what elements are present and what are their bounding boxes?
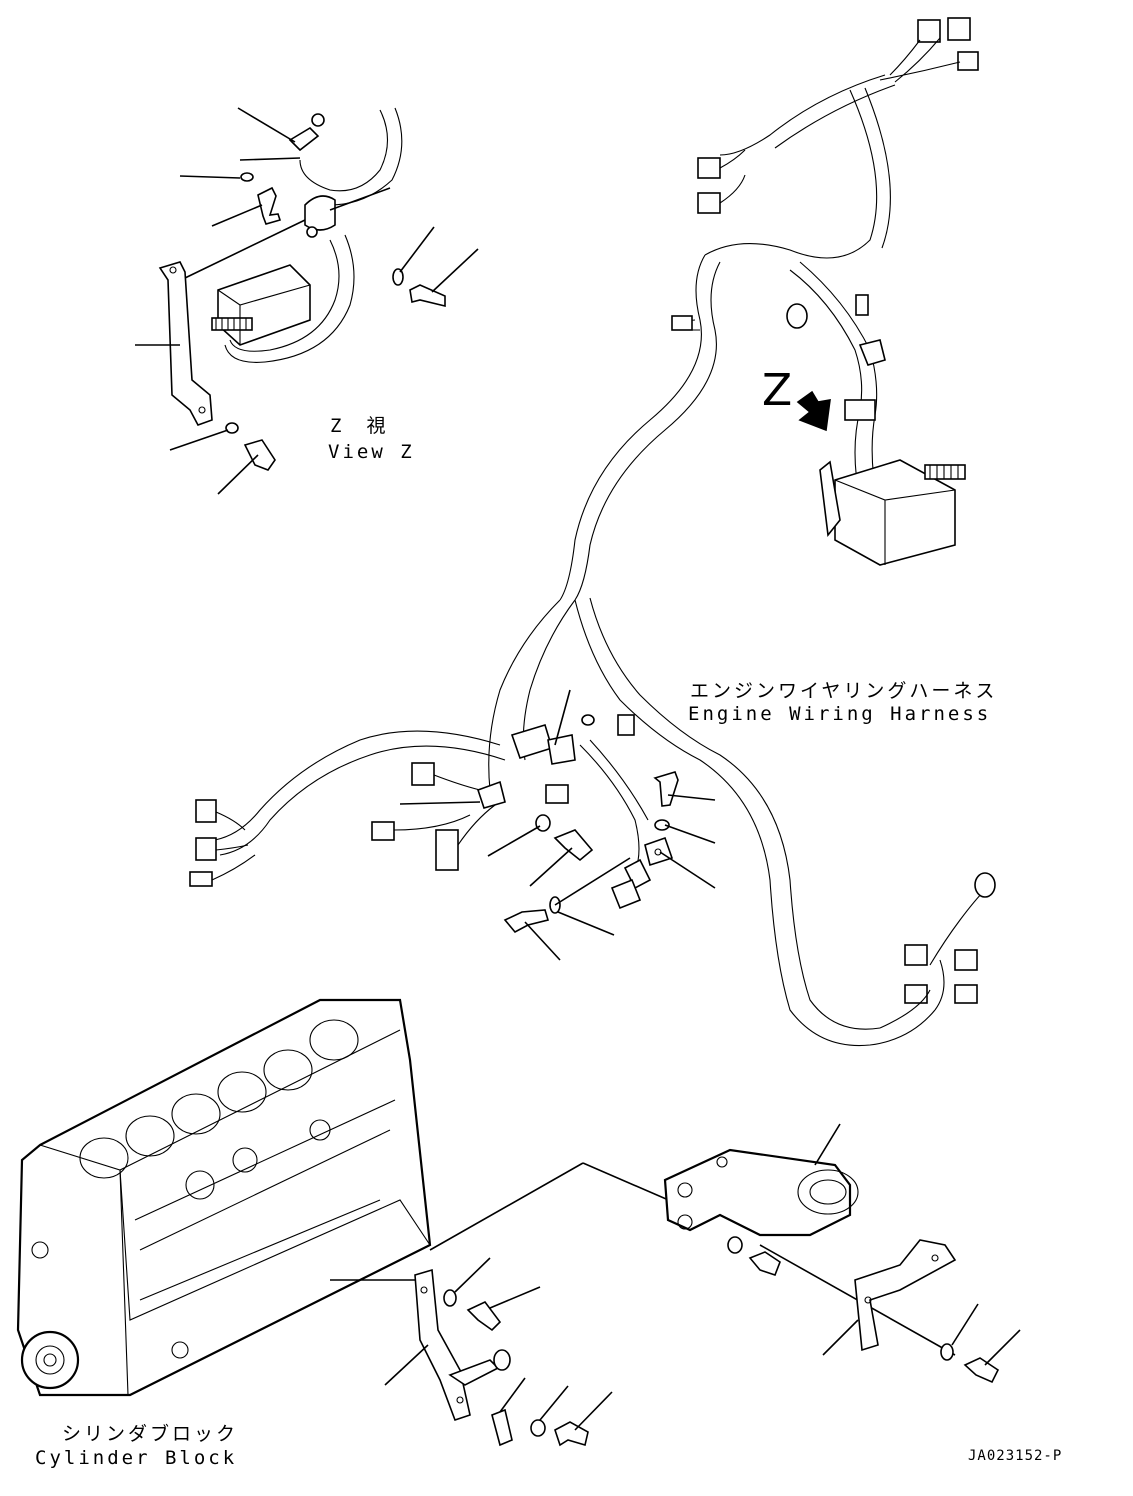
z-arrow-letter: Z xyxy=(762,365,792,416)
drawing-number: JA023152-P xyxy=(968,1448,1062,1464)
engine-wiring-harness-drawing xyxy=(189,17,996,1047)
lower-brackets-drawing xyxy=(330,1123,1021,1447)
cylinder-block-label-en: Cylinder Block xyxy=(35,1447,237,1469)
view-z-detail xyxy=(135,107,479,495)
cylinder-block-label-jp: シリンダブロック xyxy=(62,1422,238,1445)
view-z-label-en: View Z xyxy=(328,441,415,463)
cylinder-block-drawing xyxy=(16,998,432,1397)
view-z-label-jp: Z 視 xyxy=(330,415,388,437)
harness-label-jp: エンジンワイヤリングハーネス xyxy=(690,680,997,702)
harness-label-en: Engine Wiring Harness xyxy=(688,703,991,725)
